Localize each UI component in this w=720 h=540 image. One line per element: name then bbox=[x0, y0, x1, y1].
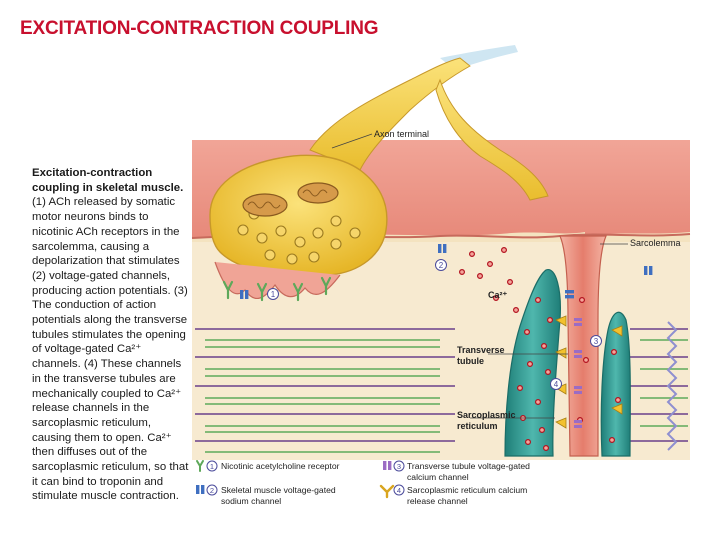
release-channels bbox=[555, 315, 623, 429]
label-transverse-tubule-line1: Transverse bbox=[457, 345, 505, 355]
legend-number-1: 1 bbox=[210, 462, 214, 471]
legend-label-3b: calcium channel bbox=[407, 472, 469, 482]
legend-number-3: 3 bbox=[397, 462, 401, 471]
caption-body: (1) ACh released by somatic motor neuron… bbox=[32, 196, 189, 503]
legend-number-4: 4 bbox=[397, 486, 401, 495]
legend-label-3a: Transverse tubule voltage-gated bbox=[407, 461, 530, 471]
label-calcium: Ca²⁺ bbox=[488, 290, 508, 300]
label-transverse-tubule-line2: tubule bbox=[457, 356, 484, 366]
label-sarcolemma: Sarcolemma bbox=[630, 238, 681, 248]
legend-item-3: 3 Transverse tubule voltage-gated calciu… bbox=[383, 460, 530, 482]
figure-caption: Excitation-contraction coupling in skele… bbox=[32, 166, 190, 504]
legend-item-4: 4 Sarcoplasmic reticulum calcium release… bbox=[379, 484, 527, 506]
legend-item-1: 1 Nicotinic acetylcholine receptor bbox=[196, 460, 340, 472]
step-marker-1: 1 bbox=[271, 290, 276, 299]
legend-number-2: 2 bbox=[210, 486, 214, 495]
legend-label-4b: release channel bbox=[407, 496, 468, 506]
step-markers: 1 2 3 4 bbox=[267, 259, 602, 390]
page-title: EXCITATION-CONTRACTION COUPLING bbox=[20, 18, 379, 39]
sodium-channels bbox=[240, 244, 653, 299]
legend-label-1: Nicotinic acetylcholine receptor bbox=[221, 461, 340, 471]
step-marker-2: 2 bbox=[439, 261, 444, 270]
nicotinic-receptors bbox=[222, 276, 332, 302]
step-marker-4: 4 bbox=[554, 380, 559, 389]
label-sarcoplasmic-reticulum-line2: reticulum bbox=[457, 421, 498, 431]
legend-label-4a: Sarcoplasmic reticulum calcium bbox=[407, 485, 527, 495]
label-sarcoplasmic-reticulum-line1: Sarcoplasmic bbox=[457, 410, 516, 420]
sarcoplasmic-reticulum-right bbox=[600, 311, 631, 457]
calcium-channels bbox=[574, 318, 582, 428]
legend: 1 Nicotinic acetylcholine receptor 2 Ske… bbox=[196, 460, 530, 506]
legend-item-2: 2 Skeletal muscle voltage-gated sodium c… bbox=[196, 484, 336, 506]
step-marker-3: 3 bbox=[594, 337, 599, 346]
label-axon-terminal: Axon terminal bbox=[374, 129, 429, 139]
axon-terminal bbox=[209, 154, 388, 278]
legend-label-2b: sodium channel bbox=[221, 496, 281, 506]
caption-heading: Excitation-contraction coupling in skele… bbox=[32, 167, 184, 194]
myofibrils bbox=[195, 321, 688, 453]
legend-label-2a: Skeletal muscle voltage-gated bbox=[221, 485, 336, 495]
